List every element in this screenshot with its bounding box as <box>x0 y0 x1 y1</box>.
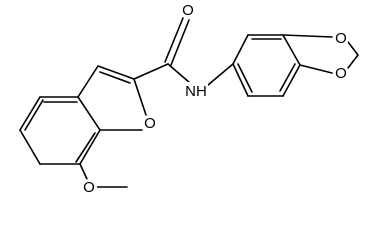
amide-bond-1 <box>133 63 169 80</box>
dioxole-bond-2 <box>299 64 333 74</box>
benzene-bond-9 <box>24 99 44 131</box>
dioxole-benzene-bond-6 <box>279 63 296 92</box>
amide-oxygen-label: O <box>180 2 196 19</box>
methoxy-bond-1 <box>79 163 88 180</box>
dioxole-benzene-bond-5 <box>282 64 301 97</box>
furan-bond-3 <box>99 71 131 84</box>
benzene-bond-8 <box>19 96 41 131</box>
furan-bond-1 <box>77 65 99 98</box>
methoxy-oxygen-label: O <box>81 179 97 196</box>
furan-oxygen-text: O <box>144 115 156 132</box>
molecule-structure-diagram: O NH O O O O <box>19 2 359 196</box>
dioxole-benzene-bond-1 <box>232 34 249 65</box>
amide-bond-2 <box>167 63 191 84</box>
atom-label-group: O NH O O O O <box>81 2 349 196</box>
dioxole-benzene-bond-8 <box>232 63 249 97</box>
dioxole-oxygen-2-label: O <box>333 65 349 82</box>
methoxy-oxygen-text: O <box>83 179 95 196</box>
amide-nitrogen-label: NH <box>184 82 208 100</box>
bond-group <box>19 17 359 188</box>
dioxole-bond-4 <box>347 54 359 69</box>
furan-bond-2 <box>97 65 135 80</box>
benzene-bond-5 <box>75 132 96 163</box>
dioxole-bond-3 <box>347 41 359 56</box>
amide-bond-3 <box>207 63 234 86</box>
benzene-bond-7 <box>19 129 41 165</box>
dioxole-benzene-bond-9 <box>237 63 253 93</box>
benzene-bond-4 <box>79 129 101 165</box>
amide-oxygen-text: O <box>182 2 194 19</box>
dioxole-bond-1 <box>282 34 333 38</box>
dioxole-benzene-bond-4 <box>282 34 301 66</box>
furan-bond-4 <box>133 78 147 116</box>
benzene-bond-3 <box>77 96 101 131</box>
dioxole-oxygen-1-label: O <box>333 30 349 47</box>
dioxole-oxygen-2-text: O <box>335 65 347 82</box>
amide-carbonyl-bond-2 <box>170 19 190 66</box>
amide-nitrogen-text: NH <box>185 83 207 100</box>
amide-carbonyl-bond-1 <box>164 17 184 63</box>
dioxole-oxygen-1-text: O <box>335 30 347 47</box>
furan-oxygen-label: O <box>142 115 158 132</box>
